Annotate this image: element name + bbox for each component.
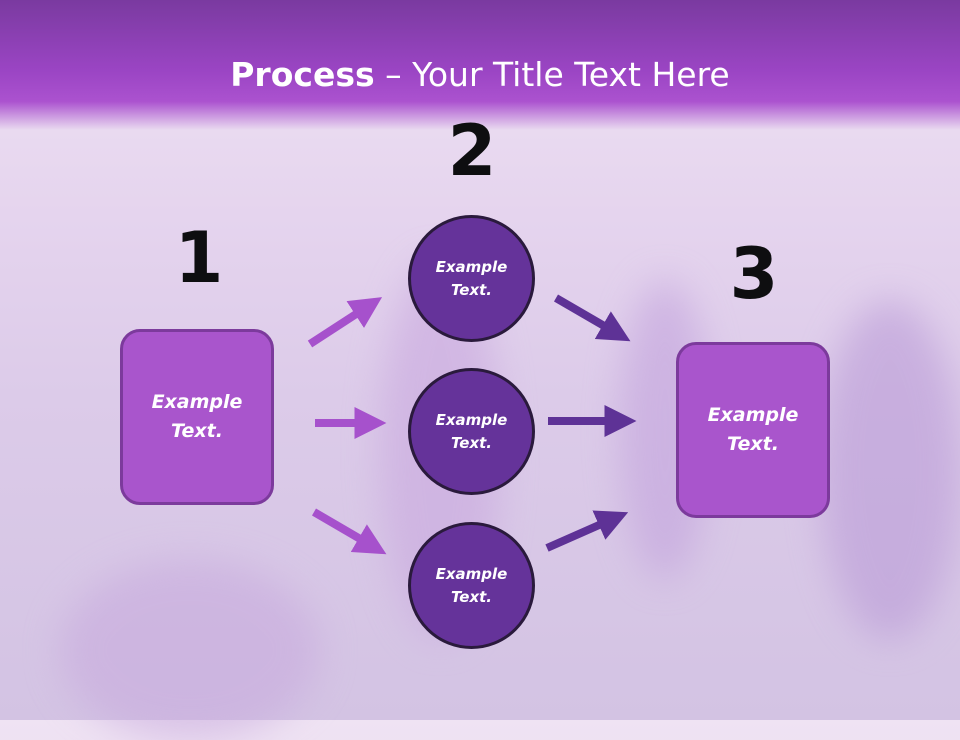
arrow-top-to-3 bbox=[553, 294, 631, 342]
title-bar bbox=[0, 0, 960, 130]
arrow-1-to-top bbox=[307, 297, 383, 348]
circle-top-text: Example Text. bbox=[435, 257, 508, 299]
title-rest: – Your Title Text Here bbox=[374, 55, 730, 94]
step-2-circle-middle: Example Text. bbox=[408, 368, 535, 495]
step-1-box: Example Text. bbox=[120, 329, 274, 505]
background-petal bbox=[820, 300, 960, 640]
step-number-1: 1 bbox=[174, 217, 224, 299]
flow-arrows bbox=[307, 294, 637, 555]
title-bold: Process bbox=[230, 55, 375, 94]
arrow-1-to-bottom bbox=[311, 508, 387, 555]
circle-middle-text: Example Text. bbox=[435, 410, 508, 452]
background-petal bbox=[60, 560, 320, 740]
slide-title: Process – Your Title Text Here bbox=[0, 55, 960, 95]
step-2-circle-bottom: Example Text. bbox=[408, 522, 535, 649]
step-1-text: Example Text. bbox=[151, 391, 243, 442]
step-3-box: Example Text. bbox=[676, 342, 830, 518]
step-number-2: 2 bbox=[447, 110, 497, 192]
arrow-bottom-to-3 bbox=[545, 510, 629, 552]
circle-bottom-text: Example Text. bbox=[435, 564, 508, 606]
step-2-circle-top: Example Text. bbox=[408, 215, 535, 342]
step-3-text: Example Text. bbox=[707, 404, 799, 455]
step-number-3: 3 bbox=[729, 233, 779, 315]
